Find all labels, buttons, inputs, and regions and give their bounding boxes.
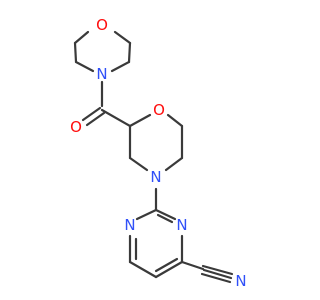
nitrile-nitrogen-label: N xyxy=(235,272,246,290)
bond xyxy=(81,106,102,122)
oxygen-atom-label: O xyxy=(96,16,108,34)
bond xyxy=(154,208,177,221)
bond xyxy=(128,156,149,172)
bond xyxy=(200,272,232,284)
molecule-structure: O N O O N N N N xyxy=(0,0,300,300)
pyrimidine-nitrogen-label: N xyxy=(176,216,187,234)
bond xyxy=(73,30,90,45)
atom-labels: O N O O N N N N xyxy=(70,16,247,290)
bond xyxy=(73,41,78,64)
carbonyl-oxygen-label: O xyxy=(70,118,82,136)
bond xyxy=(113,30,132,45)
bond xyxy=(166,113,184,128)
bond xyxy=(180,260,205,271)
background xyxy=(0,0,300,300)
bond xyxy=(85,111,106,127)
bond xyxy=(100,108,132,128)
oxygen-atom-label: O xyxy=(153,101,165,119)
bond xyxy=(110,60,131,73)
pyrimidine-nitrogen-label: N xyxy=(124,216,135,234)
bond xyxy=(128,113,152,128)
bond xyxy=(201,264,234,276)
bond xyxy=(164,156,184,172)
bond xyxy=(154,260,184,279)
bond xyxy=(156,213,174,224)
bond xyxy=(127,41,132,64)
bond xyxy=(135,208,158,221)
bond xyxy=(128,260,158,279)
nitrogen-atom-label: N xyxy=(96,65,107,83)
bonds xyxy=(73,30,234,284)
nitrogen-atom-label: N xyxy=(150,168,161,186)
bond xyxy=(154,257,179,273)
bond xyxy=(202,268,233,280)
bond xyxy=(74,60,95,73)
